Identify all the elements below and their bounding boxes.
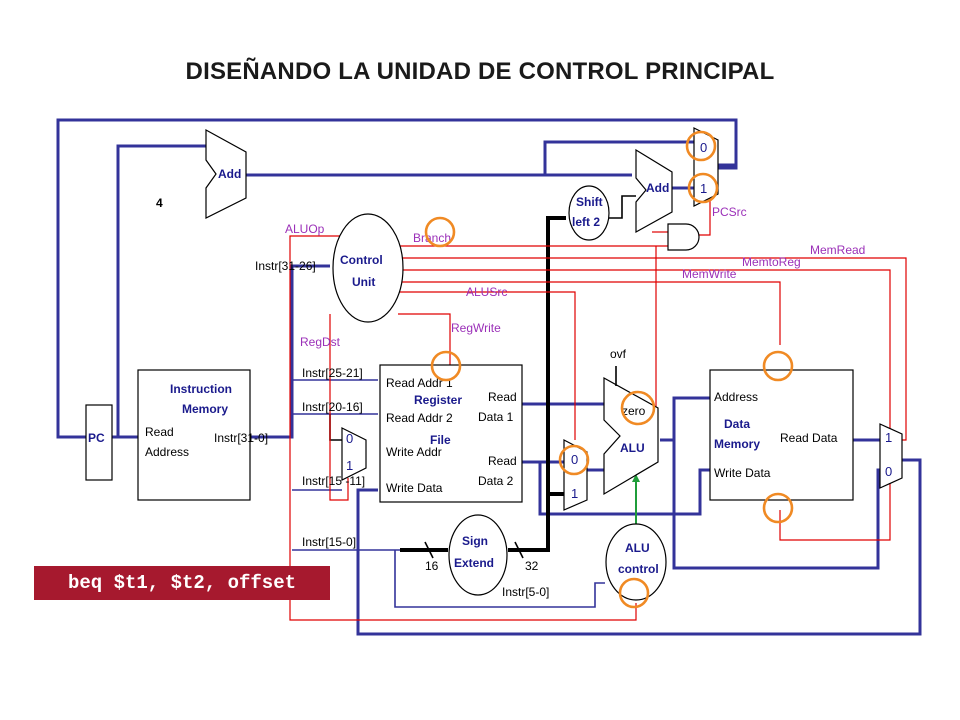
reg-rd2-a: Read	[488, 454, 517, 468]
alusrc-mux-0: 0	[571, 452, 578, 467]
reg-write-addr: Write Addr	[386, 445, 442, 459]
alu-overflow: ovf	[610, 347, 627, 361]
regdst-mux-0: 0	[346, 431, 353, 446]
highlight-pcsrc-1	[687, 172, 719, 204]
instruction-memory	[137, 369, 251, 501]
reg-read-addr-1: Read Addr 1	[386, 376, 453, 390]
signal-aluop: ALUOp	[285, 222, 325, 236]
reg-title-2: File	[430, 433, 451, 447]
control-wires	[289, 192, 907, 621]
alusrc-mux-1: 1	[571, 486, 578, 501]
pc-adder-label: Add	[218, 167, 241, 181]
field-5-0: Instr[5-0]	[502, 585, 549, 599]
dmem-title-1: Data	[724, 417, 750, 431]
highlight-memread	[762, 492, 794, 524]
signal-pcsrc: PCSrc	[712, 205, 747, 219]
datapath-wires	[56, 118, 922, 636]
pc-register	[85, 404, 113, 481]
slide-title: DISEÑANDO LA UNIDAD DE CONTROL PRINCIPAL	[185, 58, 775, 85]
signal-branch: Branch	[413, 231, 451, 245]
alu-label: ALU	[620, 441, 645, 455]
highlight-aluop	[618, 577, 650, 609]
const-four: 4	[156, 196, 163, 210]
sign-label-1: Sign	[462, 534, 488, 548]
pcsrc-mux-0: 0	[700, 140, 707, 155]
reg-read-addr-2: Read Addr 2	[386, 411, 453, 425]
sign-extend	[448, 514, 508, 596]
field-15-0: Instr[15-0]	[302, 535, 356, 549]
signal-regwrite: RegWrite	[451, 321, 501, 335]
aluctl-label-2: control	[618, 562, 659, 576]
imem-title-2: Memory	[182, 402, 228, 416]
branch-adder-label: Add	[646, 181, 669, 195]
highlight-pcsrc-0	[685, 130, 717, 162]
imem-read: Read	[145, 425, 174, 439]
highlight-memwrite	[762, 350, 794, 382]
branch-and-gate	[667, 223, 700, 251]
regdst-mux-1: 1	[346, 458, 353, 473]
aluctl-label-1: ALU	[625, 541, 650, 555]
field-20-16: Instr[20-16]	[302, 400, 363, 414]
imem-address: Address	[145, 445, 189, 459]
alu-control	[605, 523, 667, 601]
instruction-badge: beq $t1, $t2, offset	[34, 566, 330, 600]
dmem-read-data: Read Data	[780, 431, 838, 445]
dmem-write-data: Write Data	[714, 466, 771, 480]
sign-label-2: Extend	[454, 556, 494, 570]
reg-title-1: Register	[414, 393, 462, 407]
field-15-11: Instr[15 -11]	[302, 474, 365, 488]
dmem-title-2: Memory	[714, 437, 760, 451]
alu-zero: zero	[622, 404, 646, 418]
control-label-1: Control	[340, 253, 383, 267]
reg-rd1-a: Read	[488, 390, 517, 404]
control-unit	[332, 213, 404, 323]
signal-memread: MemRead	[810, 243, 865, 257]
imem-title-1: Instruction	[170, 382, 232, 396]
field-31-26: Instr[31-26]	[255, 259, 316, 273]
highlight-regwrite	[430, 350, 462, 382]
highlight-branch	[424, 216, 456, 248]
shift-label-2: left 2	[572, 215, 600, 229]
signal-memwrite: MemWrite	[682, 267, 737, 281]
shift-label-1: Shift	[576, 195, 603, 209]
regdst-mux	[341, 427, 367, 481]
control-label-2: Unit	[352, 275, 375, 289]
pc-label: PC	[88, 431, 105, 445]
field-25-21: Instr[25-21]	[302, 366, 363, 380]
signal-alusrc: ALUSrc	[466, 285, 507, 299]
shift-left-2	[568, 185, 610, 241]
pc-adder	[205, 128, 247, 219]
reg-rd1-b: Data 1	[478, 410, 514, 424]
highlight-circles	[424, 130, 794, 609]
pcsrc-mux-1: 1	[700, 181, 707, 196]
memtoreg-mux-1: 1	[885, 430, 892, 445]
dmem-address: Address	[714, 390, 758, 404]
highlight-alusrc	[558, 444, 590, 476]
alu	[603, 376, 659, 496]
register-file	[379, 364, 523, 503]
width-16: 16	[425, 559, 439, 573]
memtoreg-mux-0: 0	[885, 464, 892, 479]
imem-output: Instr[31-0]	[214, 431, 268, 445]
reg-write-data: Write Data	[386, 481, 443, 495]
data-memory	[709, 369, 854, 501]
reg-rd2-b: Data 2	[478, 474, 514, 488]
width-32: 32	[525, 559, 539, 573]
branch-adder	[635, 148, 673, 234]
signal-memtoreg: MemtoReg	[742, 255, 801, 269]
highlight-zero	[620, 390, 656, 426]
signal-regdst: RegDst	[300, 335, 341, 349]
memtoreg-mux	[879, 423, 903, 489]
